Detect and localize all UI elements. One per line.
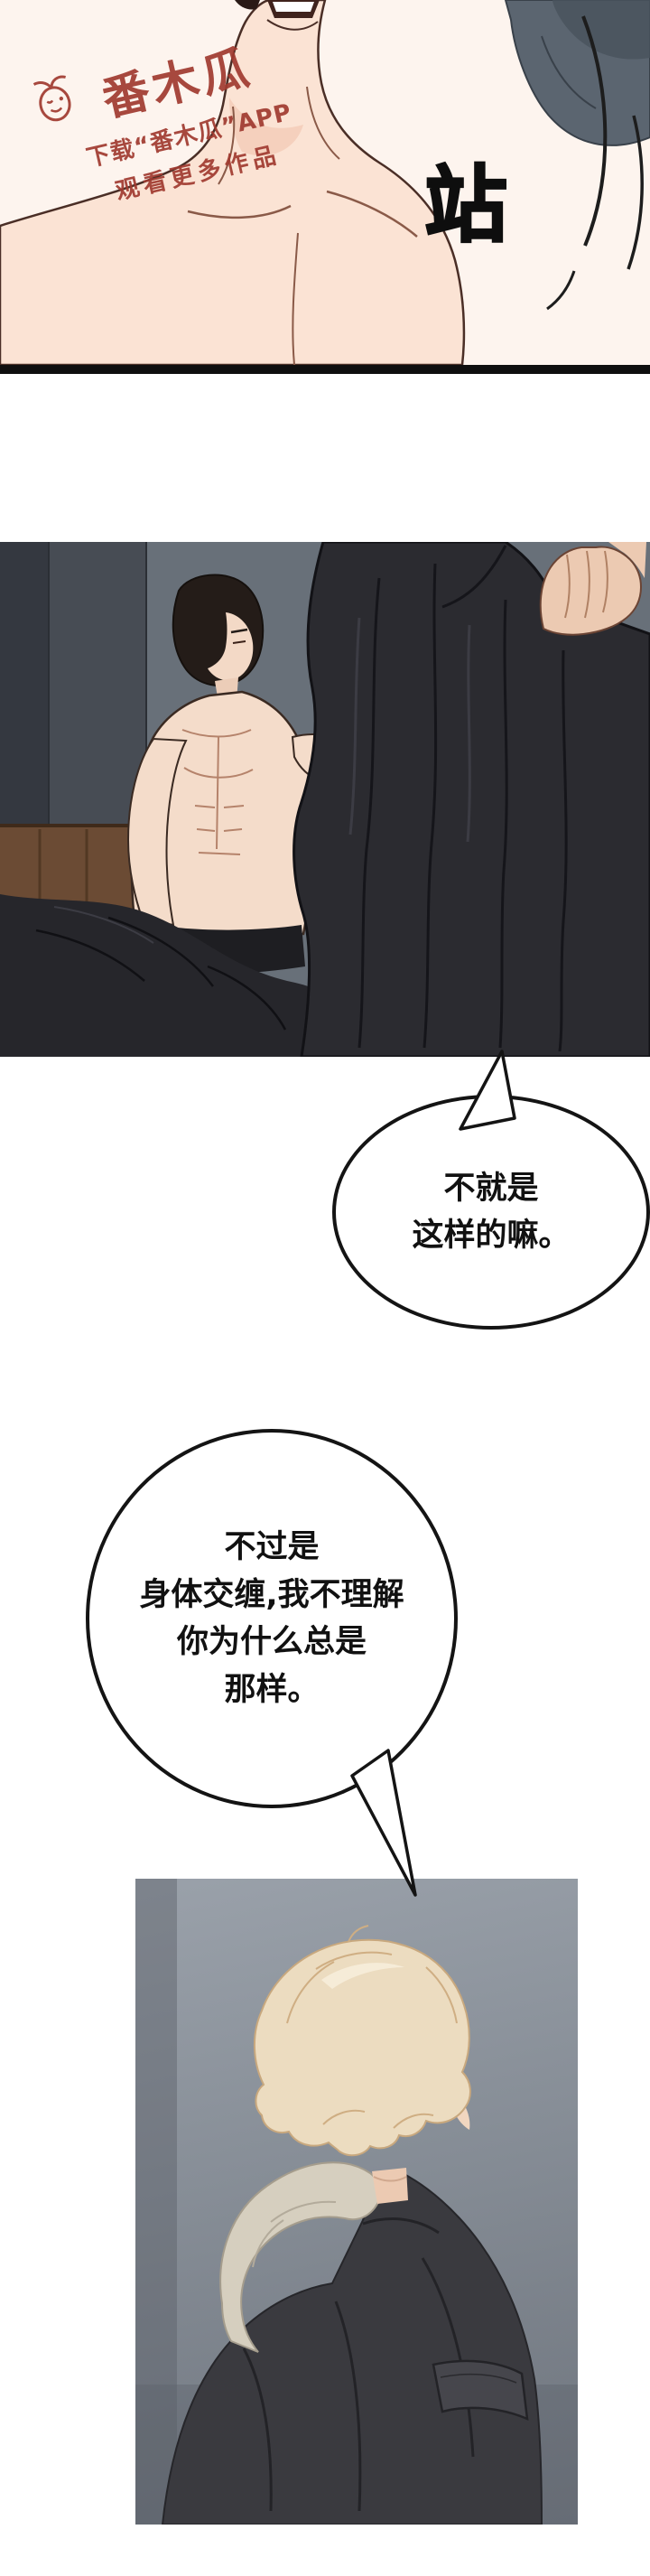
held-coat [292,542,650,1057]
bubble2-tail [350,1749,417,1897]
speech-bubble-2: 不过是 身体交缠,我不理解 你为什么总是 那样。 [86,1429,458,1808]
bubble2-line3: 你为什么总是 [176,1624,367,1660]
panel-3-blond-man-back [135,1879,578,2525]
dark-jacket-corner [504,0,650,146]
panel-1-neck-closeup: 站 番木瓜 下载“番木瓜”APP 观看更多作品 [0,0,650,374]
hand-holding-coat [539,542,646,636]
panel3-art [135,1879,578,2525]
man-neck-figure [0,0,466,365]
watermark-brand-row: 番木瓜 [23,13,329,145]
bubble1-line2: 这样的嘛。 [412,1218,571,1254]
dark-bedding [0,894,379,1057]
bubble2-line4: 那样。 [224,1671,320,1708]
sfx-text: 站 [423,157,509,254]
panel1-art [0,0,650,365]
speech-bubble-1: 不就是 这样的嘛。 [332,1095,650,1330]
left-vignette [135,1879,177,2525]
watermark: 番木瓜 下载“番木瓜”APP 观看更多作品 [23,13,347,221]
papaya-logo-icon [32,75,71,122]
speech-swoosh-lines [546,15,644,311]
panel-2-bedroom [0,542,650,1057]
panel2-art [0,542,650,1057]
bubble1-tail [459,1050,516,1131]
beige-hood [219,2161,381,2353]
bubble2-line1: 不过是 [224,1529,320,1565]
dark-coat-back [161,2170,543,2525]
bubble1-line1: 不就是 [443,1170,539,1207]
bubble2-line2: 身体交缠,我不理解 [139,1576,404,1613]
blond-hair [254,1925,471,2157]
